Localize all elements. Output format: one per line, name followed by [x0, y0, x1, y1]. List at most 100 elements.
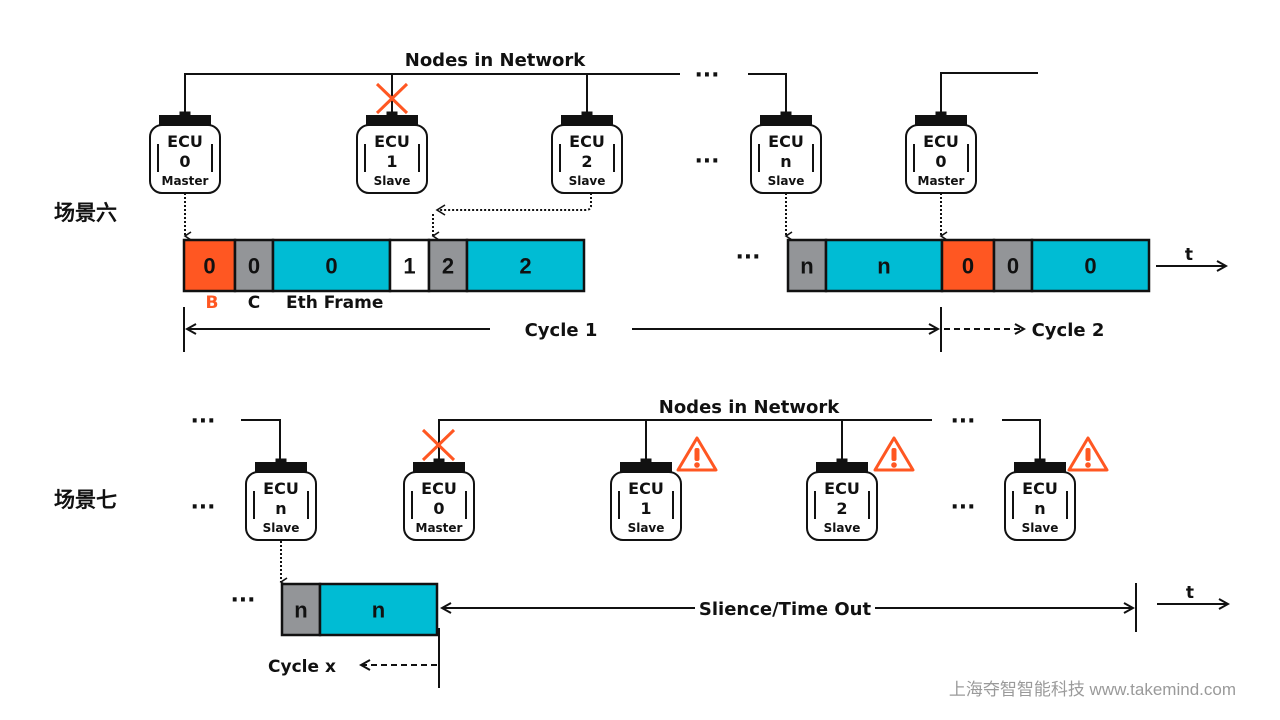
segment-label: 1 — [403, 254, 415, 279]
ecu-pin — [935, 111, 947, 123]
warning-icon — [676, 436, 718, 472]
cycle1-span — [183, 307, 1024, 352]
ecu-name: ECU — [569, 132, 605, 151]
ecu-number: 1 — [640, 499, 651, 518]
ecu-name: ECU — [824, 479, 860, 498]
timeline-segment-cycle-start: 2 — [427, 238, 469, 293]
scenario6-title: 场景六 — [54, 201, 117, 225]
ecu-role: Slave — [1022, 521, 1059, 535]
ecu-pin — [386, 111, 398, 123]
ecu-number: 1 — [386, 152, 397, 171]
scenario7-bus — [241, 419, 1041, 462]
scenario7-ecu-ellipsis-right: ··· — [950, 495, 975, 520]
ecu-number: 0 — [179, 152, 190, 171]
ecu-name: ECU — [421, 479, 457, 498]
timeline-segment-beacon: 0 — [182, 238, 237, 293]
timeline-segment-eth-frame: n — [824, 238, 944, 293]
ecu-pin — [179, 111, 191, 123]
timeline-segment-eth-frame: 0 — [271, 238, 392, 293]
timeline-segment-cycle-start: n — [786, 238, 828, 293]
ecu-number: n — [275, 499, 286, 518]
scenario7-ecu0-fault-cross-icon — [421, 428, 456, 462]
ecu-body — [610, 471, 682, 541]
scenario7-title: 场景七 — [54, 488, 117, 512]
segment-label: 2 — [442, 254, 454, 279]
ecu-pin — [1034, 458, 1046, 470]
ecu-name: ECU — [628, 479, 664, 498]
ecu-role: Slave — [768, 174, 805, 188]
ecu-body — [356, 124, 428, 194]
ecu-body — [1004, 471, 1076, 541]
ecu-body — [403, 471, 475, 541]
legend-cycle-start-label: C — [248, 293, 260, 313]
segment-label: 0 — [1084, 254, 1096, 279]
ecu-pin — [836, 458, 848, 470]
scenario6-ecu-ellipsis: ··· — [694, 149, 719, 174]
ecu-role: Master — [162, 174, 209, 188]
scenario6-bus-ellipsis: ··· — [694, 63, 719, 88]
scenario7-network-label: Nodes in Network — [659, 397, 841, 418]
ecu-number: 2 — [836, 499, 847, 518]
scenario6-ecu1-fault-cross-icon — [375, 82, 409, 115]
scenario6-bus — [184, 72, 1038, 115]
silence-timeout-label: Slience/Time Out — [699, 599, 872, 620]
legend-eth-frame-label: Eth Frame — [286, 293, 383, 313]
ecu-role: Slave — [628, 521, 665, 535]
timeline-segment-empty: 1 — [388, 238, 431, 293]
ecu-number: 0 — [935, 152, 946, 171]
segment-label: 2 — [519, 254, 531, 279]
ecu-pin — [780, 111, 792, 123]
cycle-x-label: Cycle x — [268, 657, 336, 677]
ecu-name: ECU — [167, 132, 203, 151]
scenario6-network-label: Nodes in Network — [405, 50, 587, 71]
ecu-pin — [275, 458, 287, 470]
timeline-segment-eth-frame: n — [318, 582, 439, 637]
ecu-name: ECU — [923, 132, 959, 151]
ecu-pin — [433, 458, 445, 470]
cycle2-label: Cycle 2 — [1032, 320, 1105, 341]
segment-label: n — [294, 598, 307, 623]
ecu-number: 0 — [433, 499, 444, 518]
scenario7-time-axis-label: t — [1186, 583, 1194, 603]
ecu-pin — [640, 458, 652, 470]
ecu-pin — [581, 111, 593, 123]
warning-icon — [873, 436, 915, 472]
ecu-body — [245, 471, 317, 541]
scenario7-timeline-ellipsis: ··· — [230, 588, 255, 613]
segment-label: 0 — [203, 254, 215, 279]
timeline-segment-cycle-start: n — [280, 582, 322, 637]
ecu-role: Slave — [374, 174, 411, 188]
legend-beacon-label: B — [206, 293, 219, 313]
silence-span — [361, 583, 1137, 688]
ecu-name: ECU — [768, 132, 804, 151]
dotted-arrow-head — [435, 204, 446, 216]
segment-label: n — [877, 254, 890, 279]
segment-label: 0 — [325, 254, 337, 279]
cycle1-label: Cycle 1 — [525, 320, 598, 341]
ecu-role: Master — [416, 521, 463, 535]
ecu-number: n — [780, 152, 791, 171]
ecu-number: 2 — [581, 152, 592, 171]
timeline-segment-eth-frame: 0 — [1030, 238, 1151, 293]
ecu-role: Slave — [569, 174, 606, 188]
ecu-role: Slave — [263, 521, 300, 535]
segment-label: 0 — [1007, 254, 1019, 279]
ecu-number: n — [1034, 499, 1045, 518]
timeline-segment-cycle-start: 0 — [233, 238, 275, 293]
ecu-name: ECU — [1022, 479, 1058, 498]
segment-label: n — [800, 254, 813, 279]
scenario6-dotted-arrows — [183, 193, 948, 236]
scenario7-bus-ellipsis-right: ··· — [950, 409, 975, 434]
ecu-body — [551, 124, 623, 194]
scenario7-ecu-ellipsis-left: ··· — [190, 495, 215, 520]
ecu-body — [806, 471, 878, 541]
segment-label: 0 — [962, 254, 974, 279]
